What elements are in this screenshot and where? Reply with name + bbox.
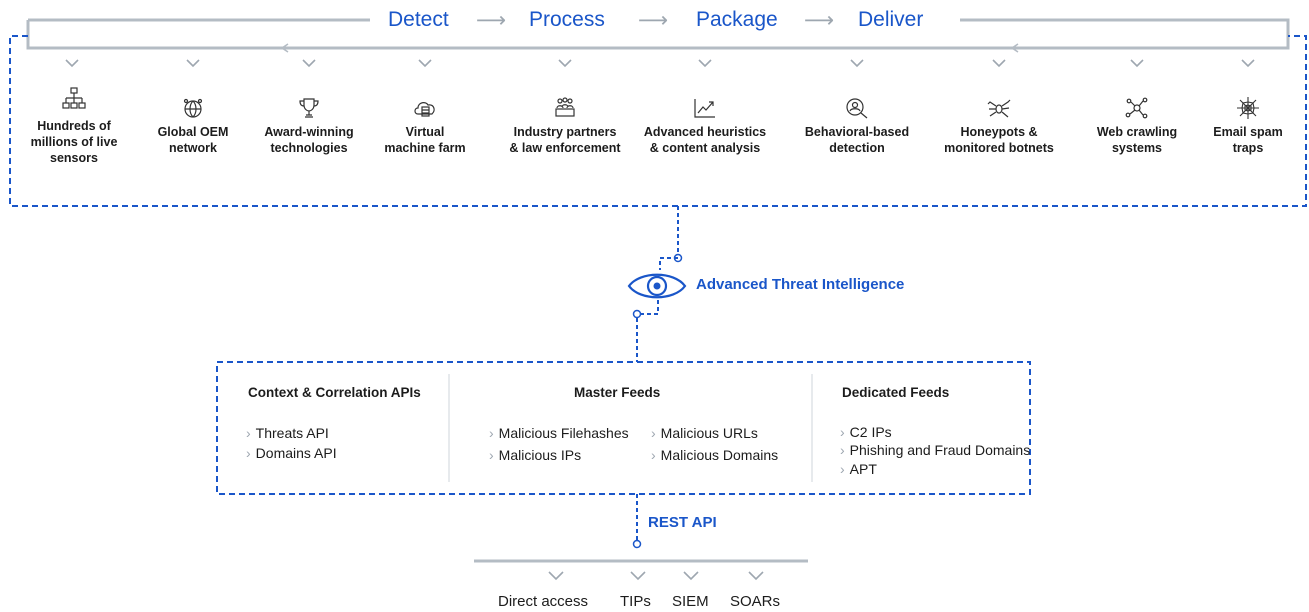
chevron-down-icon <box>186 59 200 68</box>
spider-icon <box>987 99 1011 118</box>
source-honeypots: Honeypots & monitored botnets <box>934 96 1064 156</box>
chevron-down-icon <box>418 59 432 68</box>
feed-item-malicious-ips[interactable]: Malicious IPs <box>489 447 581 463</box>
source-heuristics: Advanced heuristics & content analysis <box>640 96 770 156</box>
cloud-server-icon <box>414 102 435 117</box>
pipeline-step-process: Process <box>529 8 605 31</box>
feed-item-malicious-filehashes[interactable]: Malicious Filehashes <box>489 425 629 441</box>
chevron-down-icon <box>1241 59 1255 68</box>
column-title-context-apis: Context & Correlation APIs <box>248 385 421 400</box>
source-label: Advanced heuristics & content analysis <box>643 125 767 155</box>
feed-item-domains-api[interactable]: Domains API <box>246 445 337 461</box>
source-label: Hundreds of millions of live sensors <box>30 119 118 165</box>
arrow-right-icon: ⟶ <box>804 9 835 32</box>
rest-api-label: REST API <box>648 514 717 531</box>
destination-direct-access[interactable]: Direct access <box>498 593 589 610</box>
source-label: Global OEM network <box>157 125 229 155</box>
pipeline-step-detect: Detect <box>388 8 449 31</box>
source-behavioral: Behavioral-based detection <box>792 96 922 156</box>
chevron-down-icon <box>548 571 564 581</box>
web-trap-icon <box>1237 97 1259 119</box>
source-label: Behavioral-based detection <box>804 125 910 155</box>
destination-soars[interactable]: SOARs <box>730 593 781 610</box>
arrow-right-icon: ⟶ <box>638 9 669 32</box>
source-label: Virtual machine farm <box>384 125 466 155</box>
partners-icon <box>555 97 575 117</box>
crawler-node-icon <box>1125 97 1148 119</box>
pipeline-step-deliver: Deliver <box>858 8 924 31</box>
source-label: Honeypots & monitored botnets <box>944 125 1054 155</box>
source-spam-traps: Email spam traps <box>1183 96 1309 156</box>
globe-network-icon <box>183 98 203 118</box>
source-label: Web crawling systems <box>1096 125 1178 155</box>
source-label: Industry partners & law enforcement <box>509 125 621 155</box>
arrow-right-icon: ⟶ <box>476 9 507 32</box>
chevron-down-icon <box>683 571 699 581</box>
hub-label: Advanced Threat Intelligence <box>696 276 905 293</box>
feed-item-apt[interactable]: APT <box>840 461 877 477</box>
source-live-sensors: Hundreds of millions of live sensors <box>9 86 139 166</box>
chevron-down-icon <box>65 59 79 68</box>
chevron-down-icon <box>850 59 864 68</box>
chevron-down-icon <box>698 59 712 68</box>
feed-item-malicious-urls[interactable]: Malicious URLs <box>651 425 758 441</box>
source-label: Email spam traps <box>1213 125 1283 155</box>
column-title-dedicated-feeds: Dedicated Feeds <box>842 385 950 400</box>
feed-item-threats-api[interactable]: Threats API <box>246 425 329 441</box>
source-web-crawling: Web crawling systems <box>1072 96 1202 156</box>
behavior-search-icon <box>846 98 868 119</box>
trophy-icon <box>299 98 319 118</box>
feed-item-malicious-domains[interactable]: Malicious Domains <box>651 447 778 463</box>
chevron-down-icon <box>1130 59 1144 68</box>
source-vm-farm: Virtual machine farm <box>360 96 490 156</box>
trend-chart-icon <box>694 99 715 118</box>
chevron-down-icon <box>992 59 1006 68</box>
source-oem-network: Global OEM network <box>128 96 258 156</box>
feed-item-c2-ips[interactable]: C2 IPs <box>840 424 892 440</box>
sensor-network-icon <box>62 87 86 109</box>
source-award-tech: Award-winning technologies <box>244 96 374 156</box>
column-title-master-feeds: Master Feeds <box>574 385 661 400</box>
chevron-down-icon <box>302 59 316 68</box>
destination-tips[interactable]: TIPs <box>620 593 651 610</box>
feed-item-phishing-domains[interactable]: Phishing and Fraud Domains <box>840 442 1031 458</box>
chevron-down-icon <box>558 59 572 68</box>
chevron-down-icon <box>748 571 764 581</box>
eye-icon <box>627 273 687 299</box>
source-industry-partners: Industry partners & law enforcement <box>500 96 630 156</box>
destination-siem[interactable]: SIEM <box>672 593 709 610</box>
pipeline-step-package: Package <box>696 8 778 31</box>
source-label: Award-winning technologies <box>264 125 354 155</box>
chevron-down-icon <box>630 571 646 581</box>
